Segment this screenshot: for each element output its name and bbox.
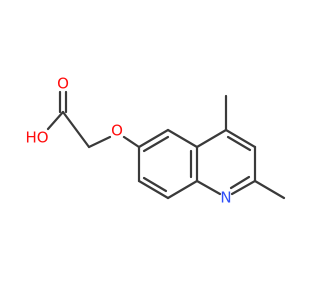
atom-label-ring-nitrogen: N (220, 189, 231, 207)
atom-label-ether-oxygen: O (111, 122, 123, 140)
bond-ring-c6-c5 (137, 128, 170, 149)
bond-acid-carbon-methylene (61, 110, 91, 149)
structure-canvas: O HO O N (25, 75, 286, 207)
bond-ring-c2-n (230, 179, 257, 196)
bond-ring-c5-c4a (166, 128, 199, 149)
molecule-structure-diagram: O HO O N (25, 75, 286, 207)
bond-methyl-c2 (253, 179, 286, 200)
bond-ring-c4-c3-inner (226, 135, 252, 152)
bond-ring-c8-c7 (137, 179, 170, 200)
bond-ring-c4-c3 (224, 128, 257, 149)
bond-ring-n-c8a (195, 179, 222, 196)
bond-methylene-ether-o (87, 135, 112, 149)
bond-ether-o-ring (122, 135, 141, 149)
bond-acid-carbon-hydroxyl (46, 110, 65, 131)
atom-label-carbonyl-oxygen: O (57, 75, 69, 93)
bond-ring-c8-c7-inner (142, 176, 168, 193)
bond-ring-c6-c5-inner (142, 135, 170, 153)
bond-ring-c8a-c8 (166, 179, 199, 200)
bond-ring-c2-n-inner (229, 175, 251, 190)
atom-label-hydroxyl: HO (25, 129, 48, 147)
bond-ring-c4a-c4 (195, 128, 228, 149)
